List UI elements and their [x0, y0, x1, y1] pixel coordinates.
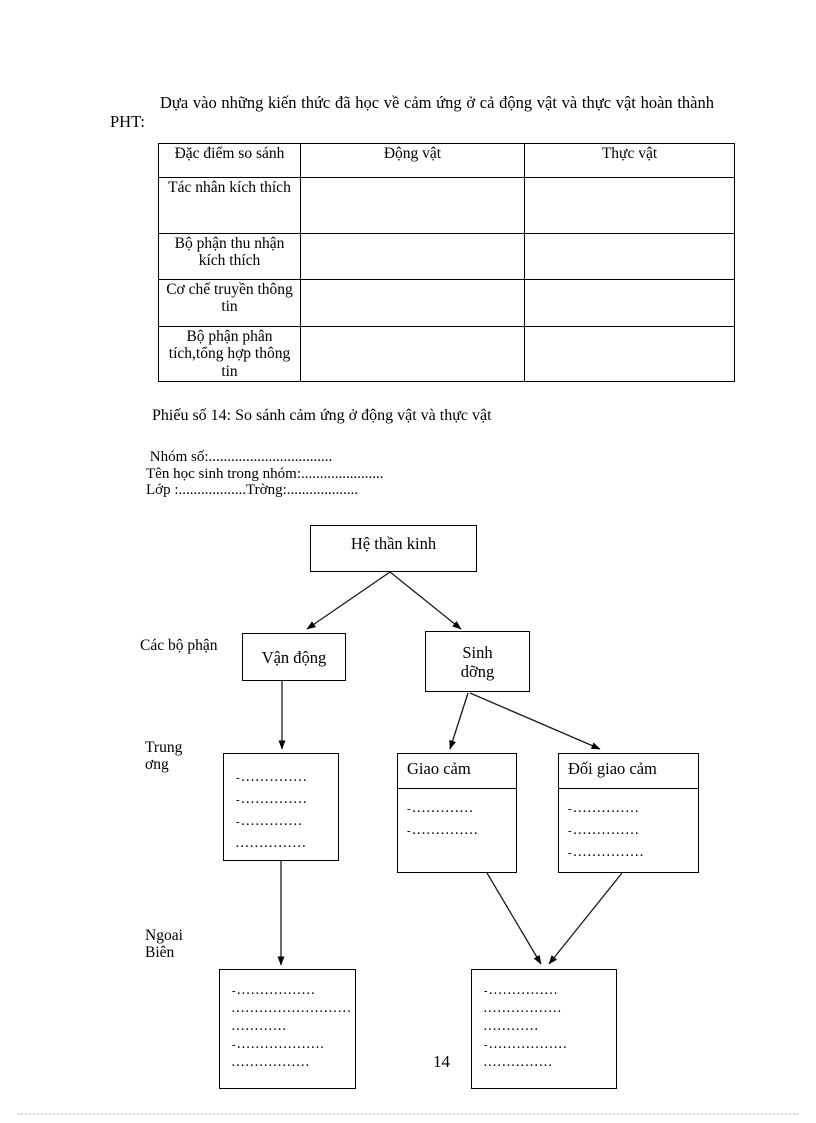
- row-label: Bộ phận phân tích,tổng hợp thông tin: [158, 325, 301, 383]
- node-doi-giao-cam-body: -.............. -.............. -.......…: [559, 789, 698, 864]
- label-trung-uong-line2: ơng: [145, 756, 169, 773]
- form-line-nhom-so: Nhóm số:................................…: [146, 449, 333, 465]
- node-ngoai-bien-right-fill: -............... ................. .....…: [471, 969, 617, 1089]
- fill-line: -.................: [232, 986, 317, 997]
- node-trung-uong-fill: -.............. -.............. -.......…: [223, 753, 339, 861]
- node-giao-cam: Giao cảm -............. -..............: [397, 753, 517, 873]
- fill-line: -...............: [568, 847, 645, 859]
- node-ngoai-bien-left-fill: -................. .....................…: [219, 969, 356, 1089]
- fill-line: -...................: [232, 1040, 326, 1051]
- bottom-margin-dotted-line: [18, 1113, 798, 1115]
- node-doi-giao-cam-title: Đối giao cảm: [559, 754, 698, 789]
- label-ngoai-bien-line1: Ngoai: [145, 927, 183, 944]
- node-giao-cam-title: Giao cảm: [398, 754, 516, 789]
- row-label: Tác nhân kích thích: [158, 177, 301, 234]
- fill-line: -.............: [236, 816, 304, 828]
- arrow-giaocam-to-ngoaibien-right: [486, 872, 542, 965]
- fill-line: -..............: [568, 825, 641, 837]
- fill-line: -..............: [407, 825, 480, 837]
- nervous-system-diagram: Các bộ phận Trung ơng Ngoai Biên Hệ thần…: [0, 515, 816, 1107]
- label-trung-uong: Trung ơng: [145, 739, 182, 773]
- node-he-than-kinh: Hệ thần kinh: [310, 525, 477, 572]
- row-label: Bộ phận thu nhận kích thích: [158, 233, 301, 280]
- node-van-dong: Vận động: [242, 633, 346, 681]
- table-row: Tác nhân kích thích: [158, 177, 735, 234]
- fill-line: ...............: [236, 838, 308, 850]
- label-trung-uong-line1: Trung: [145, 739, 183, 756]
- intro-paragraph: Dựa vào những kiến thức đã học về cảm ứn…: [110, 92, 714, 131]
- fill-line: -.............: [407, 803, 475, 815]
- blank-cell: [524, 177, 735, 234]
- form-line-lop-truong: Lớp :..................Trờng:...........…: [146, 482, 358, 498]
- fill-line: -..............: [568, 803, 641, 815]
- node-sinh-duong: Sinh dỡng: [425, 631, 530, 692]
- node-sinh-duong-line2: dỡng: [460, 661, 495, 681]
- table-row: Bộ phận thu nhận kích thích: [158, 233, 735, 280]
- arrow-sinhduong-to-giaocam: [449, 692, 469, 750]
- blank-cell: [300, 279, 525, 327]
- node-giao-cam-body: -............. -..............: [398, 789, 516, 842]
- form-fields: Nhóm số:................................…: [146, 449, 383, 499]
- comparison-table: Đặc điểm so sánh Động vật Thực vật Tác n…: [158, 143, 735, 383]
- form-line-ten-hoc-sinh: Tên học sinh trong nhóm:................…: [146, 465, 384, 482]
- page-number: 14: [433, 1052, 450, 1071]
- node-sinh-duong-line1: Sinh: [462, 642, 493, 662]
- fill-line: ............: [232, 1022, 288, 1033]
- arrow-hetk-to-sinhduong: [389, 571, 462, 630]
- fill-line: -.................: [484, 1040, 569, 1051]
- arrow-sinhduong-to-doigiaocam: [469, 692, 601, 750]
- table-row: Bộ phận phân tích,tổng hợp thông tin: [158, 325, 735, 383]
- table-header-row: Đặc điểm so sánh Động vật Thực vật: [158, 143, 735, 178]
- fill-line: -..............: [236, 794, 309, 806]
- fill-line: ..........................: [232, 1004, 353, 1015]
- label-ngoai-bien: Ngoai Biên: [145, 927, 183, 961]
- fill-line: .................: [484, 1004, 563, 1015]
- blank-cell: [524, 325, 735, 383]
- table-header-dong-vat: Động vật: [300, 143, 525, 178]
- table-header-dac-diem: Đặc điểm so sánh: [158, 143, 301, 178]
- table-header-thuc-vat: Thực vật: [524, 143, 735, 178]
- blank-cell: [300, 233, 525, 280]
- blank-cell: [300, 325, 525, 383]
- label-cac-bo-phan: Các bộ phận: [140, 637, 218, 654]
- blank-cell: [300, 177, 525, 234]
- node-doi-giao-cam: Đối giao cảm -.............. -..........…: [558, 753, 699, 873]
- fill-line: .................: [232, 1058, 311, 1069]
- label-ngoai-bien-line2: Biên: [145, 944, 175, 961]
- blank-cell: [524, 279, 735, 327]
- fill-line: ...............: [484, 1058, 554, 1069]
- fill-line: ............: [484, 1022, 540, 1033]
- worksheet-caption: Phiếu số 14: So sánh cảm ứng ở động vật …: [152, 407, 492, 424]
- blank-cell: [524, 233, 735, 280]
- arrow-doigiaocam-to-ngoaibien-right: [548, 872, 623, 965]
- fill-line: -...............: [484, 986, 559, 997]
- table-row: Cơ chế truyền thông tin: [158, 279, 735, 327]
- row-label: Cơ chế truyền thông tin: [158, 279, 301, 327]
- arrow-hetk-to-vandong: [306, 571, 391, 630]
- fill-line: -..............: [236, 772, 309, 784]
